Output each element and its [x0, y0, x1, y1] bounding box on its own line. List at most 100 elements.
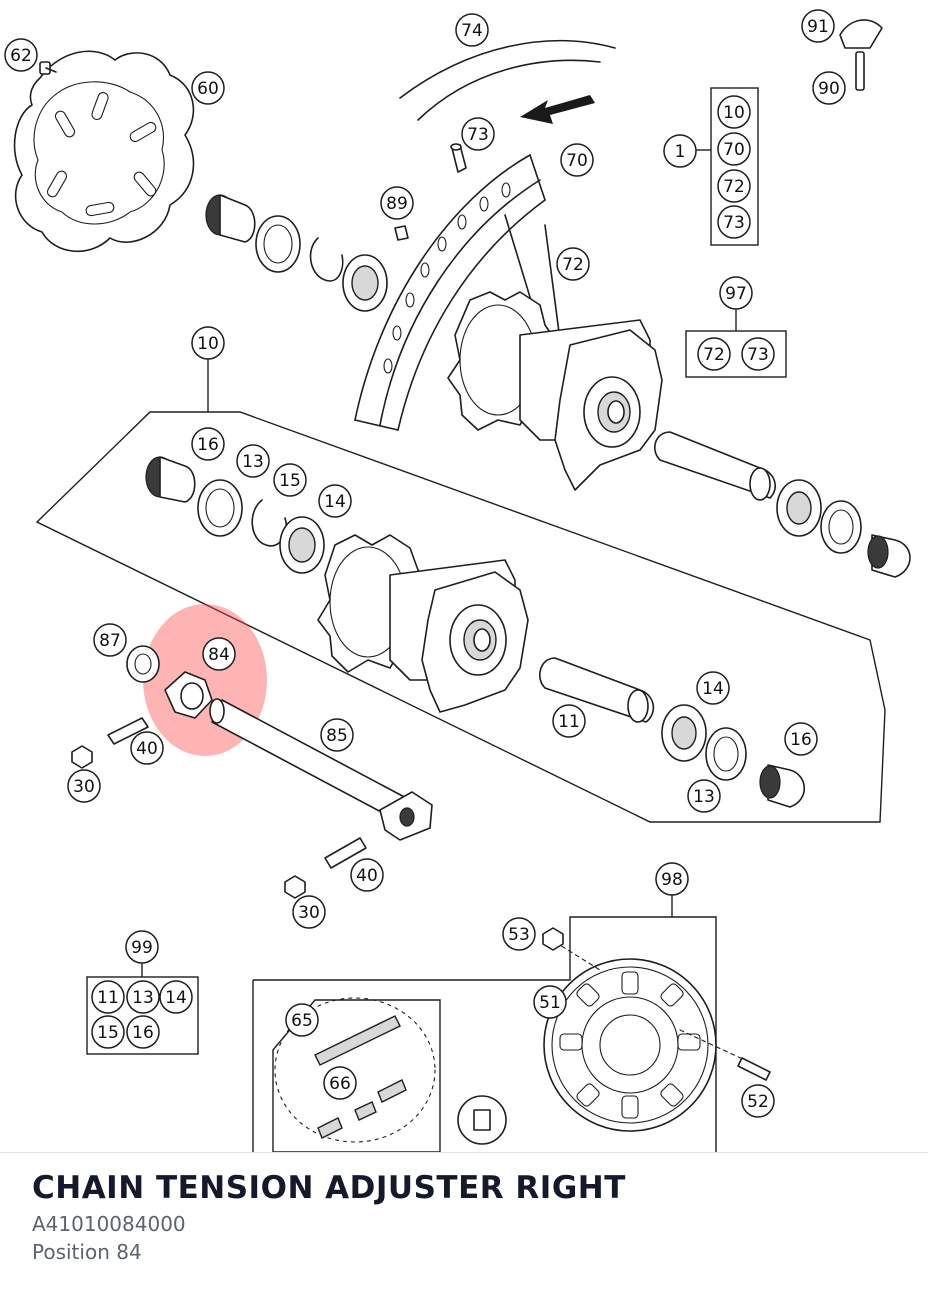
callout-label: 1: [675, 142, 686, 162]
callout-circle: [655, 862, 689, 896]
callout-16[interactable]: 16: [126, 1015, 160, 1049]
callout-99[interactable]: 99: [125, 930, 159, 964]
callout-circle: [292, 895, 326, 929]
callout-30[interactable]: 30: [292, 895, 326, 929]
callout-circle: [717, 95, 751, 129]
callout-87[interactable]: 87: [93, 623, 127, 657]
callout-label: 15: [97, 1023, 119, 1043]
callout-62[interactable]: 62: [4, 38, 38, 72]
upper-bearing-stack: [205, 194, 388, 312]
callout-circle: [380, 186, 414, 220]
callout-label: 52: [747, 1092, 769, 1112]
callout-70[interactable]: 70: [560, 143, 594, 177]
callout-40[interactable]: 40: [350, 858, 384, 892]
callout-14[interactable]: 14: [318, 484, 352, 518]
sprocket-kit-outline: [252, 893, 717, 1152]
callout-label: 14: [702, 679, 724, 699]
callout-circle: [552, 704, 586, 738]
callout-14[interactable]: 14: [696, 671, 730, 705]
callout-85[interactable]: 85: [320, 718, 354, 752]
callout-15[interactable]: 15: [273, 463, 307, 497]
callout-label: 60: [197, 79, 219, 99]
upper-hub: [447, 291, 776, 501]
callout-label: 84: [208, 645, 230, 665]
callout-label: 30: [298, 903, 320, 923]
callout-label: 70: [566, 151, 588, 171]
callout-10[interactable]: 10: [191, 326, 225, 360]
callout-60[interactable]: 60: [191, 71, 225, 105]
valve-cap: [839, 19, 883, 91]
rotation-arrow: [520, 95, 595, 124]
callout-label: 13: [693, 787, 715, 807]
callout-circle: [717, 132, 751, 166]
lower-bearing-stack: [145, 456, 325, 574]
callout-label: 30: [73, 777, 95, 797]
callout-13[interactable]: 13: [236, 444, 270, 478]
callout-circle: [461, 117, 495, 151]
callout-98[interactable]: 98: [655, 862, 689, 896]
callout-30[interactable]: 30: [67, 769, 101, 803]
right-adjuster-pin: [284, 837, 367, 899]
callout-89[interactable]: 89: [380, 186, 414, 220]
callout-53[interactable]: 53: [502, 917, 536, 951]
callout-13[interactable]: 13: [126, 980, 160, 1014]
callout-74[interactable]: 74: [455, 13, 489, 47]
callout-label: 14: [165, 988, 187, 1008]
callout-circle: [4, 38, 38, 72]
callout-circle: [191, 71, 225, 105]
sprocket-bolt: [737, 1057, 771, 1081]
callout-16[interactable]: 16: [191, 427, 225, 461]
callout-label: 15: [279, 471, 301, 491]
callout-72[interactable]: 72: [697, 337, 731, 371]
valve: [450, 143, 467, 173]
callout-label: 98: [661, 870, 683, 890]
callout-15[interactable]: 15: [91, 1015, 125, 1049]
part-position: Position 84: [32, 1240, 142, 1264]
callout-51[interactable]: 51: [533, 985, 567, 1019]
callout-52[interactable]: 52: [741, 1084, 775, 1118]
callout-circle: [159, 980, 193, 1014]
callout-circle: [801, 9, 835, 43]
callout-14[interactable]: 14: [159, 980, 193, 1014]
kit-box-1: [696, 87, 759, 246]
callout-97[interactable]: 97: [719, 276, 753, 310]
callout-73[interactable]: 73: [741, 337, 775, 371]
callout-11[interactable]: 11: [91, 980, 125, 1014]
callout-66[interactable]: 66: [323, 1066, 357, 1100]
callout-label: 91: [807, 17, 829, 37]
callout-73[interactable]: 73: [461, 117, 495, 151]
callout-13[interactable]: 13: [687, 779, 721, 813]
callout-circle: [202, 637, 236, 671]
callout-circle: [784, 722, 818, 756]
callout-label: 87: [99, 631, 121, 651]
callout-circle: [663, 134, 697, 168]
callout-91[interactable]: 91: [801, 9, 835, 43]
callout-label: 89: [386, 194, 408, 214]
callout-73[interactable]: 73: [717, 205, 751, 239]
callout-11[interactable]: 11: [552, 704, 586, 738]
rim: [354, 154, 546, 431]
callout-circle: [455, 13, 489, 47]
divider: [0, 1152, 928, 1153]
callout-16[interactable]: 16: [784, 722, 818, 756]
callout-40[interactable]: 40: [130, 731, 164, 765]
callout-65[interactable]: 65: [285, 1003, 319, 1037]
callout-circle: [560, 143, 594, 177]
hub-assembly-outline: [35, 358, 886, 823]
callout-84[interactable]: 84: [202, 637, 236, 671]
callout-90[interactable]: 90: [812, 71, 846, 105]
exploded-parts-diagram: 6260747370897291901107072739772731016131…: [4, 9, 911, 1152]
callout-circle: [697, 337, 731, 371]
callout-label: 85: [326, 726, 348, 746]
sprocket-nut: [542, 927, 564, 951]
callout-label: 66: [329, 1074, 351, 1094]
callout-72[interactable]: 72: [717, 169, 751, 203]
callout-70[interactable]: 70: [717, 132, 751, 166]
callout-10[interactable]: 10: [717, 95, 751, 129]
callout-circle: [67, 769, 101, 803]
callout-circle: [719, 276, 753, 310]
callout-label: 74: [461, 21, 483, 41]
lower-right-stack: [539, 657, 805, 808]
callout-72[interactable]: 72: [556, 247, 590, 281]
callout-1[interactable]: 1: [663, 134, 697, 168]
